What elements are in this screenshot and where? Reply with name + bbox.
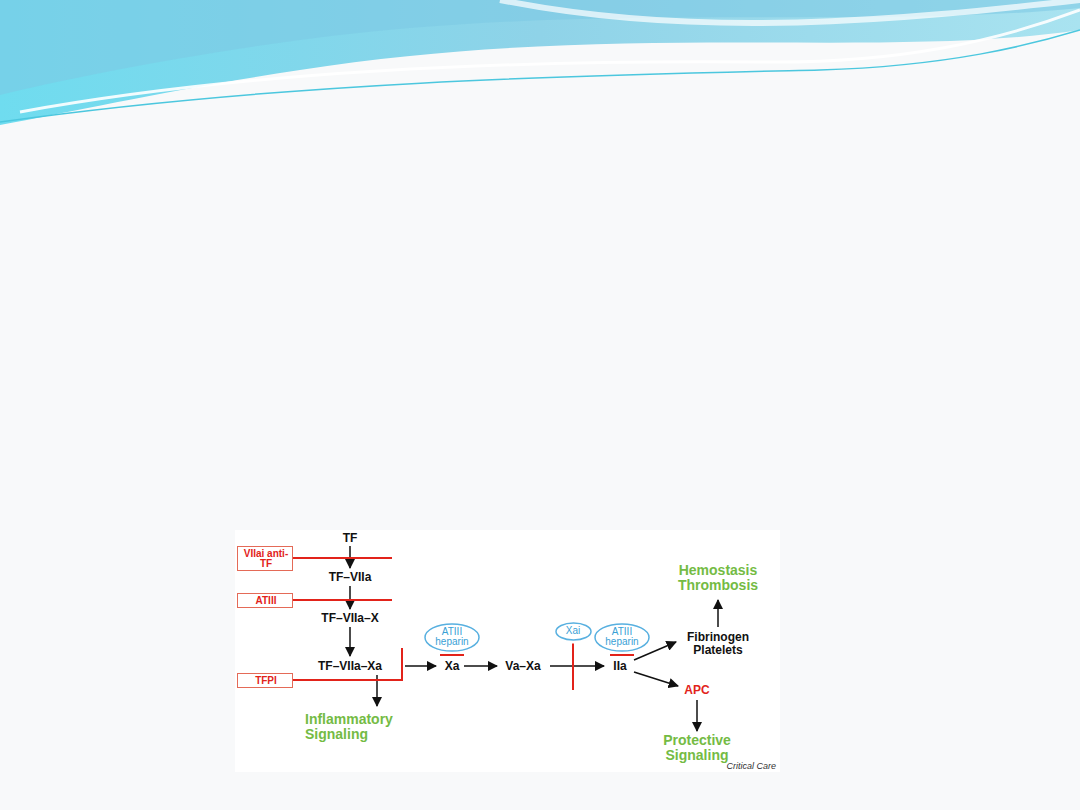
node-text: ATIII heparin: [605, 627, 638, 648]
complex-label: TF–VIIa–X: [321, 612, 378, 625]
node-text: ATIII: [241, 596, 291, 607]
factor-label: Xa: [445, 660, 460, 673]
header-swoosh: [0, 30, 1080, 122]
node-text: Xai: [566, 626, 580, 637]
outcome-label: Protective Signaling: [663, 733, 731, 762]
reaction-arrow: [464, 665, 497, 667]
reaction-arrow: [696, 700, 698, 731]
header-swoosh: [500, 0, 1080, 23]
header-wave: [0, 0, 1080, 125]
reaction-arrow: [634, 672, 678, 686]
complex-label: TF–VIIa–Xa: [318, 660, 382, 673]
reaction-arrow: [717, 600, 719, 627]
node-text: ATIII heparin: [435, 627, 468, 648]
inhibition-line: [572, 644, 574, 691]
inhibition-line: [293, 648, 402, 680]
source-credit: Critical Care: [726, 762, 776, 771]
outcome-label: Inflammatory Signaling: [305, 712, 393, 741]
header-wave: [0, 0, 1080, 95]
complex-label: Va–Xa: [505, 660, 540, 673]
factor-label: APC: [684, 684, 709, 697]
inhibition-line: [293, 557, 392, 559]
inhibition-line: [293, 599, 392, 601]
header-swoosh: [20, 10, 1080, 112]
reaction-arrow: [550, 665, 604, 667]
inhibitor-ellipse: ATIII heparin: [594, 623, 650, 652]
inhibitor-box: TFPI: [237, 673, 293, 688]
reaction-arrow: [349, 627, 351, 656]
inhibitor-box: VIIai anti-TF: [237, 546, 293, 571]
figure-panel: [235, 530, 780, 772]
reaction-arrow: [405, 665, 436, 667]
inhibitor-ellipse: ATIII heparin: [424, 623, 480, 652]
reaction-arrow: [349, 586, 351, 609]
node-text: TFPI: [241, 676, 291, 687]
inhibitor-box: ATIII: [237, 593, 293, 608]
inhibitor-ellipse: Xai: [555, 622, 592, 641]
complex-label: TF: [343, 532, 358, 545]
complex-label: TF–VIIa: [329, 571, 372, 584]
substrate-label: Fibrinogen Platelets: [687, 631, 749, 656]
node-text: VIIai anti-TF: [241, 549, 291, 570]
inhibition-line: [440, 654, 464, 656]
outcome-label: Hemostasis Thrombosis: [678, 563, 758, 592]
inhibition-line: [610, 654, 634, 656]
factor-label: IIa: [613, 660, 626, 673]
